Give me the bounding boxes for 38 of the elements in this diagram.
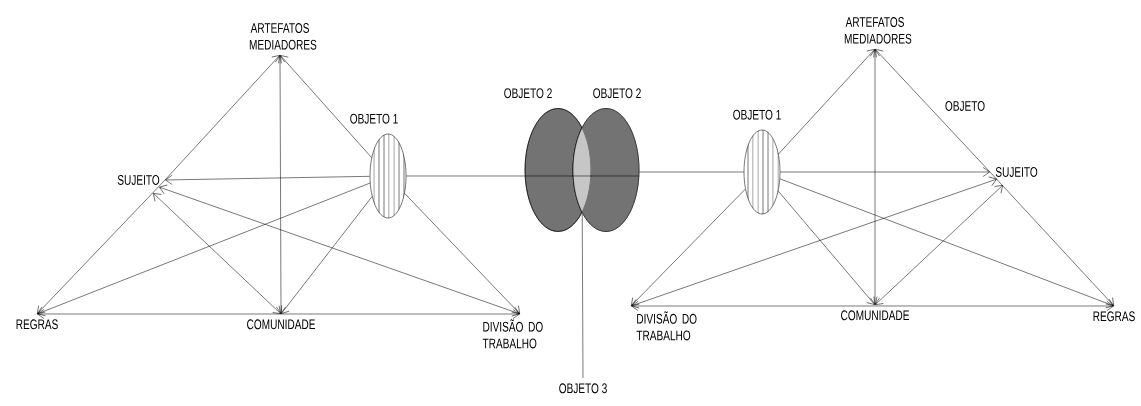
- vertex-label: COMUNIDADE: [247, 319, 315, 330]
- label: OBJETO: [945, 101, 985, 111]
- arrow: [631, 188, 746, 306]
- arrow: [153, 193, 281, 314]
- node-label: OBJETO 2: [593, 88, 641, 99]
- arrow: [281, 196, 373, 314]
- arrow: [37, 179, 166, 314]
- node-label: OBJETO 2: [504, 88, 552, 99]
- arrow: [875, 49, 991, 173]
- vertex-label: SUJEITO: [995, 167, 1038, 177]
- arrow: [275, 55, 286, 314]
- arrow: [280, 55, 372, 158]
- arrow: [37, 309, 520, 319]
- arrow: [870, 49, 880, 305]
- vertex-label: REGRAS: [1093, 311, 1135, 322]
- arrow: [159, 184, 520, 317]
- arrow: [164, 55, 280, 181]
- vertex-label: ARTEFATOS MEDIADORES: [249, 23, 317, 50]
- vertex-label: OBJETO 3: [559, 383, 607, 394]
- vertex-label: SUJEITO: [117, 175, 160, 185]
- arrow: [165, 174, 370, 185]
- vertex-label: DIVISÃO DO TRABALHO: [636, 311, 697, 341]
- arrow: [989, 171, 1114, 306]
- arrow: [778, 49, 875, 155]
- arrow: [778, 190, 875, 305]
- vertex-label: COMUNIDADE: [841, 310, 909, 321]
- node-label: OBJETO 1: [733, 109, 781, 120]
- vertex-label: DIVISÃO DO TRABALHO: [482, 319, 543, 349]
- vertex-label: REGRAS: [16, 319, 58, 330]
- arrow: [631, 301, 1114, 311]
- arrow: [37, 182, 371, 316]
- arrow: [779, 178, 1114, 309]
- arrow: [875, 185, 1003, 305]
- arrow: [780, 167, 990, 177]
- arrow: [631, 176, 997, 309]
- vertex-label: ARTEFATOS MEDIADORES: [844, 17, 912, 44]
- arrow: [404, 193, 520, 314]
- node-label: OBJETO 1: [350, 113, 398, 124]
